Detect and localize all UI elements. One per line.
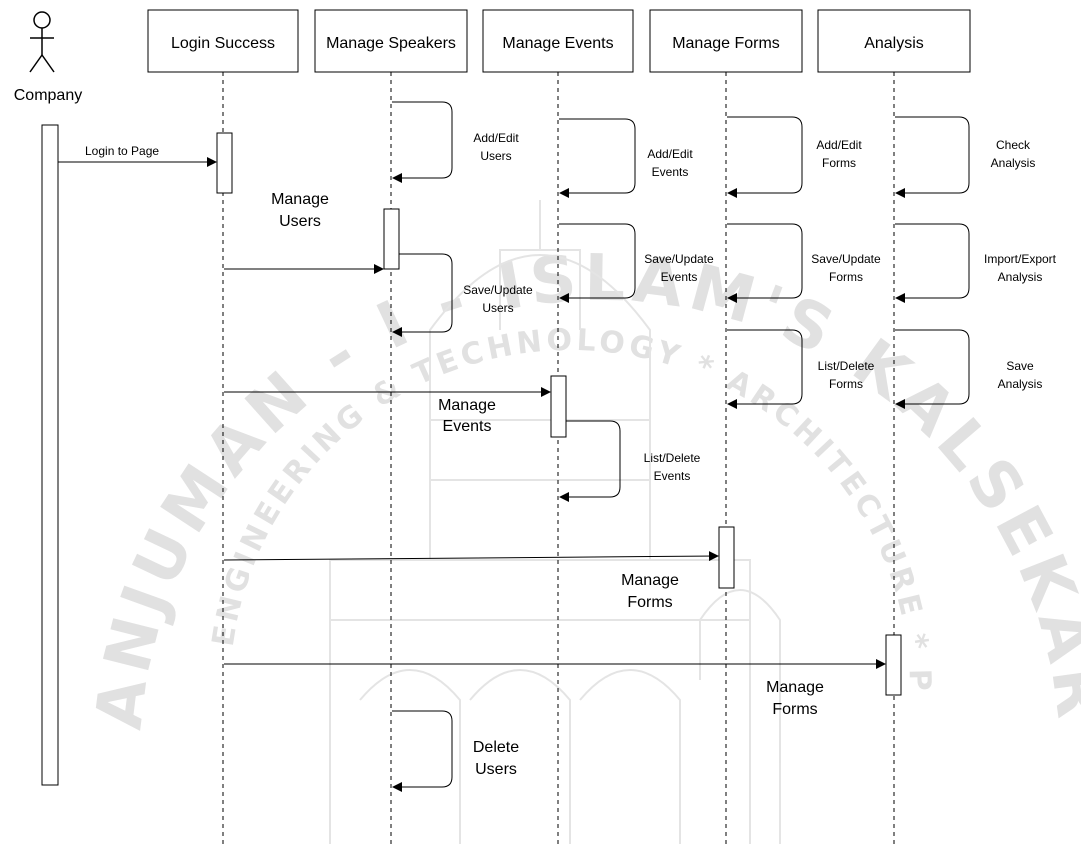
self-call-analysis-import-export — [895, 224, 969, 298]
message-label-manage-users-1: Manage — [271, 191, 329, 208]
self-call-events-add-edit — [559, 119, 635, 193]
self-call-label: Save/Update — [463, 283, 533, 297]
lifeline-manage-forms: Manage Forms — [650, 10, 802, 72]
self-call-label: Save/Update — [811, 252, 881, 266]
lifeline-label: Login Success — [171, 35, 275, 52]
self-call-label: Check — [996, 138, 1031, 152]
message-label-manage-forms-1: Manage — [621, 572, 679, 589]
self-call-label: Users — [480, 149, 511, 163]
message-label-manage-events-1: Manage — [438, 397, 496, 414]
message-label-manage-events-2: Events — [443, 418, 492, 435]
actor-label: Company — [14, 87, 82, 104]
analysis-activation-bar — [886, 635, 901, 695]
message-label-manage-users-2: Users — [279, 213, 321, 230]
self-call-label: Add/Edit — [473, 131, 519, 145]
self-call-label: Forms — [829, 270, 863, 284]
forms-activation-bar — [719, 527, 734, 588]
lifeline-manage-speakers: Manage Speakers — [315, 10, 467, 72]
lifeline-label: Manage Speakers — [326, 35, 456, 52]
speakers-activation-bar — [384, 209, 399, 269]
self-call-label: Import/Export — [984, 252, 1057, 266]
message-label-login: Login to Page — [85, 144, 159, 158]
self-call-label: Events — [654, 469, 691, 483]
self-call-label: Users — [475, 761, 517, 778]
self-call-label: Analysis — [998, 377, 1043, 391]
message-label-manage-forms-2: Forms — [627, 594, 672, 611]
lifeline-login-success: Login Success — [148, 10, 298, 72]
self-call-label: List/Delete — [644, 451, 701, 465]
self-call-speakers-add-edit — [392, 102, 452, 178]
self-call-label: Delete — [473, 739, 519, 756]
lifeline-label: Manage Forms — [672, 35, 780, 52]
lifeline-label: Analysis — [864, 35, 924, 52]
self-call-label: Add/Edit — [816, 138, 862, 152]
self-call-label: Save/Update — [644, 252, 714, 266]
company-actor: Company — [14, 12, 82, 104]
message-label-analysis-2: Forms — [772, 701, 817, 718]
self-call-label: Analysis — [991, 156, 1036, 170]
stick-figure-icon — [30, 12, 54, 72]
lifeline-label: Manage Events — [502, 35, 613, 52]
events-activation-bar — [551, 376, 566, 437]
self-call-label: Save — [1006, 359, 1034, 373]
lifeline-analysis: Analysis — [818, 10, 970, 72]
self-call-label: Forms — [822, 156, 856, 170]
self-call-label: Users — [482, 301, 513, 315]
self-call-label: List/Delete — [818, 359, 875, 373]
self-call-label: Events — [661, 270, 698, 284]
self-call-speakers-delete — [392, 711, 452, 787]
self-call-analysis-check — [895, 117, 969, 193]
self-call-events-list-delete — [560, 421, 620, 497]
self-call-label: Analysis — [998, 270, 1043, 284]
message-label-analysis-1: Manage — [766, 679, 824, 696]
self-call-label: Add/Edit — [647, 147, 693, 161]
self-call-label: Forms — [829, 377, 863, 391]
lifeline-manage-events: Manage Events — [483, 10, 633, 72]
self-call-forms-add-edit — [727, 117, 802, 193]
self-call-label: Events — [652, 165, 689, 179]
login-activation-bar — [217, 133, 232, 193]
actor-activation-bar — [42, 125, 58, 785]
